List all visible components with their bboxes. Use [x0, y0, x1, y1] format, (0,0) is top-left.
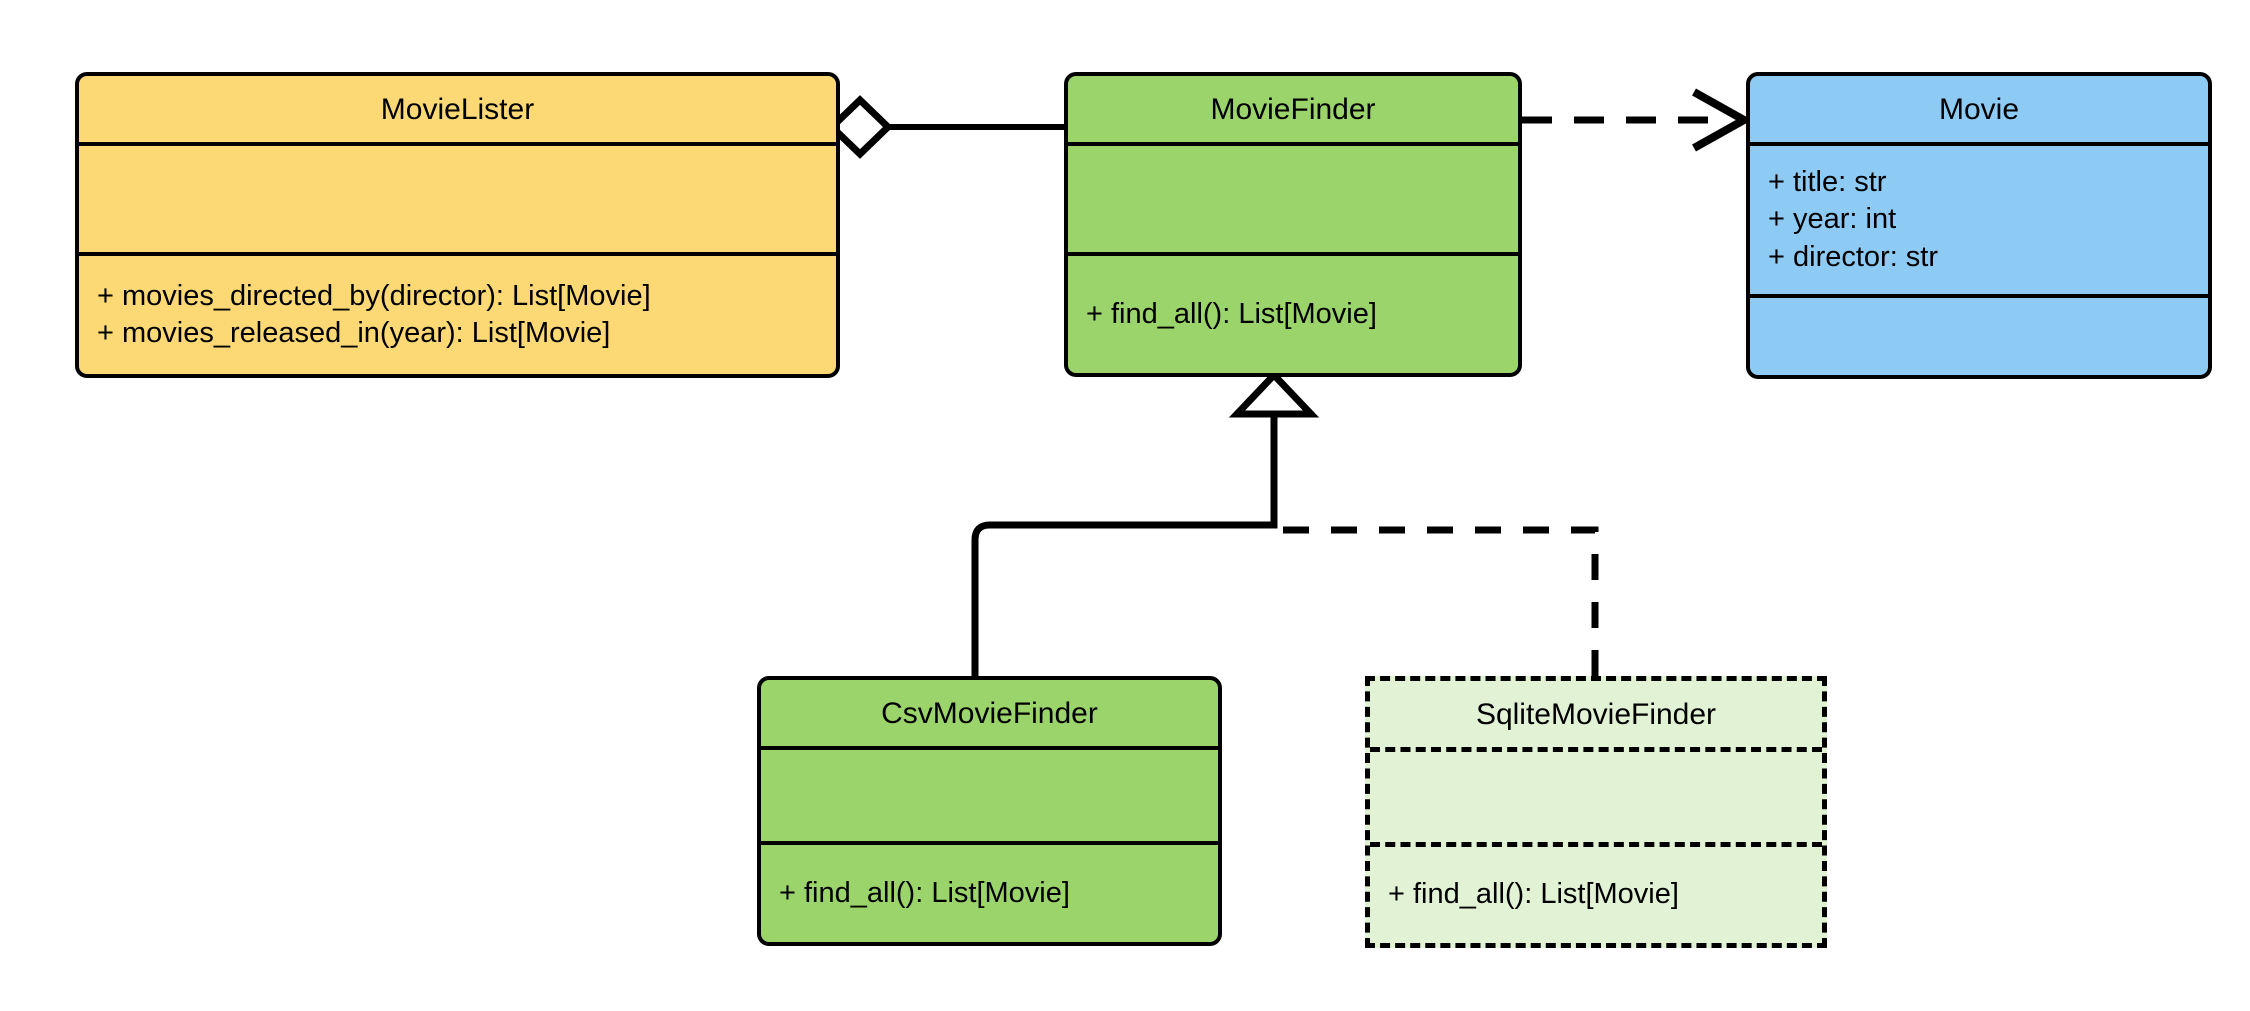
generalization-line-csv: [971, 412, 1278, 676]
attribute-item: + director: str: [1768, 240, 1939, 273]
attribute-item: + title: str: [1768, 166, 1887, 199]
methods-compartment: + movies_directed_by(director): List[Mov…: [79, 252, 836, 374]
class-box-csv-movie-finder[interactable]: CsvMovieFinder + find_all(): List[Movie]: [757, 676, 1222, 946]
class-name-label: CsvMovieFinder: [881, 696, 1098, 730]
class-box-movie-lister[interactable]: MovieLister + movies_directed_by(directo…: [75, 72, 840, 378]
edge-generalization-csv-finder: [971, 369, 1320, 676]
class-name-compartment: SqliteMovieFinder: [1370, 681, 1822, 747]
class-name-label: MovieLister: [380, 92, 535, 126]
class-name-compartment: CsvMovieFinder: [761, 680, 1218, 746]
attributes-compartment: + title: str + year: int + director: str: [1750, 142, 2208, 294]
class-name-compartment: MovieFinder: [1068, 76, 1518, 142]
hollow-triangle-icon: [1228, 369, 1320, 418]
methods-compartment: + find_all(): List[Movie]: [761, 841, 1218, 942]
method-item: + find_all(): List[Movie]: [1086, 297, 1377, 330]
open-arrow-icon: [1692, 88, 1753, 152]
attributes-compartment: [1370, 747, 1822, 842]
attributes-compartment: [1068, 142, 1518, 252]
method-item: + movies_directed_by(director): List[Mov…: [97, 279, 651, 312]
generalization-line-sqlite: [1278, 525, 1599, 676]
edge-generalization-sqlite-finder: [1278, 525, 1599, 676]
method-item: + movies_released_in(year): List[Movie]: [97, 317, 611, 349]
method-item: + find_all(): List[Movie]: [1388, 878, 1679, 911]
class-name-label: SqliteMovieFinder: [1475, 697, 1717, 731]
edge-dependency-finder-movie: [1522, 88, 1753, 152]
methods-compartment: [1750, 294, 2208, 375]
attributes-compartment: [761, 746, 1218, 841]
methods-compartment: + find_all(): List[Movie]: [1068, 252, 1518, 373]
class-name-label: MovieFinder: [1210, 92, 1376, 126]
method-item: + find_all(): List[Movie]: [779, 876, 1070, 909]
methods-compartment: + find_all(): List[Movie]: [1370, 842, 1822, 943]
class-name-compartment: Movie: [1750, 76, 2208, 142]
class-name-compartment: MovieLister: [79, 76, 836, 142]
class-box-movie-finder[interactable]: MovieFinder + find_all(): List[Movie]: [1064, 72, 1522, 377]
hollow-diamond-icon: [826, 95, 894, 159]
class-box-sqlite-movie-finder[interactable]: SqliteMovieFinder + find_all(): List[Mov…: [1365, 676, 1827, 948]
edge-aggregation-lister-finder: [826, 95, 1064, 159]
class-box-movie[interactable]: Movie + title: str + year: int + directo…: [1746, 72, 2212, 379]
attributes-compartment: [79, 142, 836, 252]
class-name-label: Movie: [1938, 92, 2020, 126]
attribute-item: + year: int: [1768, 203, 1897, 236]
